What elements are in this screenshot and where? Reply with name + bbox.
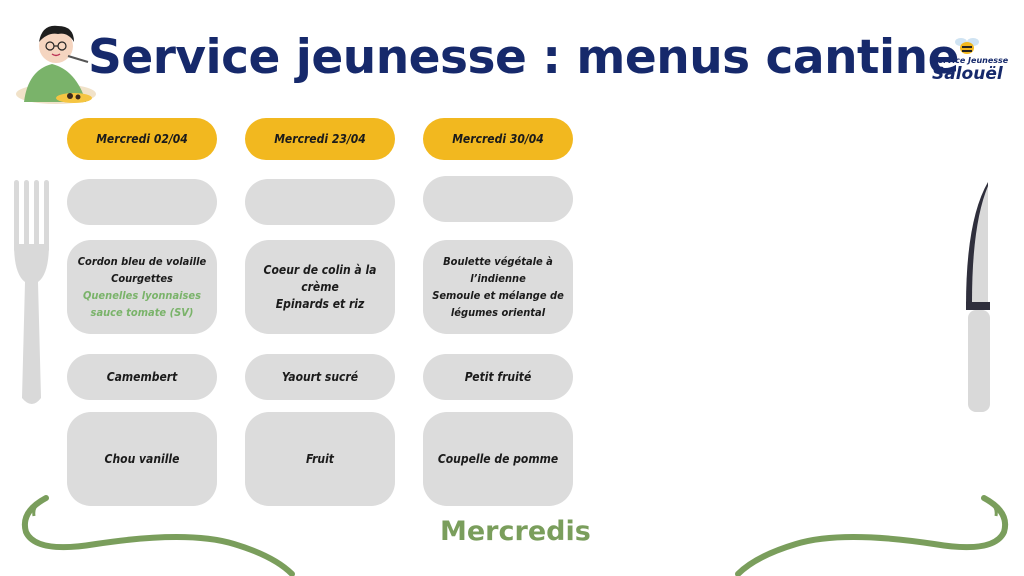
- starter-cell: [245, 179, 395, 225]
- vegetarian-option: Quenelles lyonnaises sauce tomate (SV): [82, 289, 202, 319]
- main-dish-line: Courgettes: [111, 272, 173, 285]
- dairy-cell: Yaourt sucré: [245, 354, 395, 400]
- page-title: Service jeunesse : menus cantine: [88, 30, 959, 85]
- dairy-cell: Petit fruité: [423, 354, 573, 400]
- starter-cell: [423, 176, 573, 222]
- swirl-left-icon: [22, 495, 295, 576]
- dessert-cell: Fruit: [245, 412, 395, 506]
- child-eating-icon: [16, 25, 96, 104]
- main-dish-cell: Boulette végétale à l’indienne Semoule e…: [423, 240, 573, 334]
- footer-label: Mercredis: [440, 516, 591, 547]
- logo-line2: Salouël: [932, 64, 1003, 84]
- main-dish-line: Coeur de colin à la crème: [263, 262, 377, 294]
- main-dish-cell: Cordon bleu de volaille Courgettes Quene…: [67, 240, 217, 334]
- fork-icon: [14, 180, 49, 404]
- starter-cell: [67, 179, 217, 225]
- main-dish-line: Semoule et mélange de légumes oriental: [432, 289, 564, 319]
- swirl-right-icon: [735, 495, 1008, 576]
- main-dish-cell: Coeur de colin à la crème Epinards et ri…: [245, 240, 395, 334]
- bee-logo-icon: [955, 38, 979, 54]
- service-jeunesse-logo: Service Jeunesse Salouël: [932, 36, 1009, 92]
- logo-line1: Service Jeunesse: [932, 56, 1009, 65]
- day-header: Mercredi 23/04: [245, 118, 395, 160]
- main-dish-line: Cordon bleu de volaille: [77, 255, 207, 268]
- dessert-cell: Coupelle de pomme: [423, 412, 573, 506]
- dessert-cell: Chou vanille: [67, 412, 217, 506]
- main-dish-line: Epinards et riz: [275, 296, 365, 311]
- day-header: Mercredi 02/04: [67, 118, 217, 160]
- main-dish-line: Boulette végétale à l’indienne: [443, 255, 553, 285]
- dairy-cell: Camembert: [67, 354, 217, 400]
- knife-icon: [966, 182, 990, 412]
- day-header: Mercredi 30/04: [423, 118, 573, 160]
